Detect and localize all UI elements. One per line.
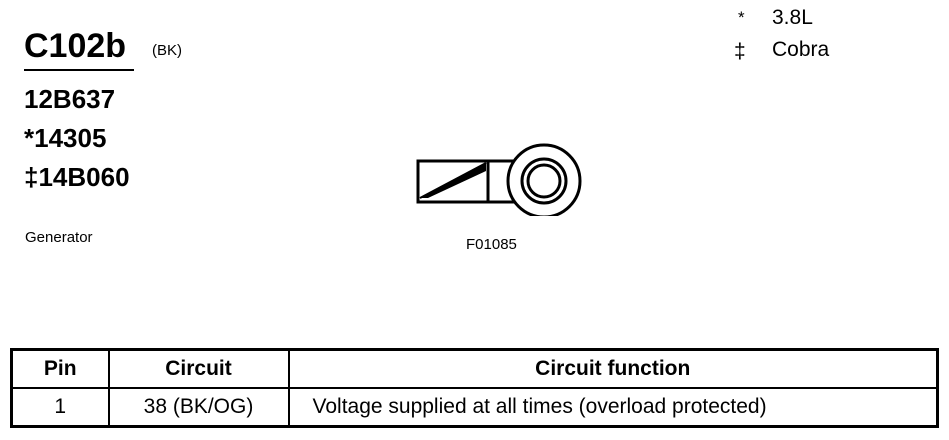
table-row: 1 38 (BK/OG) Voltage supplied at all tim… bbox=[10, 387, 939, 428]
connector-id: C102b bbox=[24, 27, 127, 65]
pin-cell: 1 bbox=[10, 387, 110, 428]
pin-table-header: Pin Circuit Circuit function bbox=[10, 348, 939, 389]
legend-label-2: Cobra bbox=[772, 38, 830, 61]
ring-terminal-icon bbox=[416, 143, 582, 216]
circuit-function-cell: Voltage supplied at all times (overload … bbox=[287, 387, 939, 428]
legend-symbol-1: * bbox=[738, 8, 745, 27]
component-name: Generator bbox=[25, 229, 93, 246]
title-underline bbox=[24, 69, 134, 71]
legend-label-1: 3.8L bbox=[772, 6, 813, 29]
pin-table: Pin Circuit Circuit function 1 38 (BK/OG… bbox=[10, 348, 939, 428]
part-number-2: *14305 bbox=[24, 123, 107, 153]
legend-symbol-2: ‡ bbox=[734, 40, 746, 63]
part-number-3: ‡14B060 bbox=[24, 162, 130, 192]
header-circuit: Circuit bbox=[107, 348, 290, 389]
part-number-1: 12B637 bbox=[24, 84, 116, 114]
header-pin: Pin bbox=[10, 348, 110, 389]
circuit-cell: 38 (BK/OG) bbox=[107, 387, 290, 428]
connector-color: (BK) bbox=[152, 42, 182, 59]
header-circuit-function: Circuit function bbox=[287, 348, 939, 389]
figure-code: F01085 bbox=[466, 236, 517, 253]
